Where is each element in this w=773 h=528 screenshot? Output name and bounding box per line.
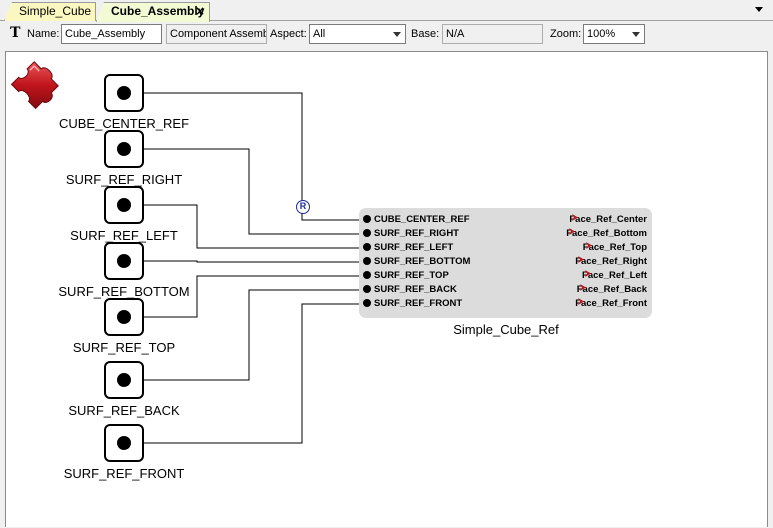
output-port-label: Face_Ref_Back	[576, 284, 647, 295]
port-dot-icon	[117, 86, 131, 100]
output-pin-icon	[585, 270, 592, 277]
output-pin-icon	[579, 284, 586, 291]
aspect-select[interactable]: All	[309, 24, 406, 44]
input-port-label: SURF_REF_TOP	[374, 270, 449, 281]
input-port[interactable]: SURF_REF_BACK	[363, 283, 457, 297]
text-tool-icon[interactable]: T	[10, 25, 21, 41]
port-dot-icon	[363, 229, 371, 237]
output-pin-icon	[585, 242, 592, 249]
connection-wire[interactable]	[144, 289, 364, 381]
output-port[interactable]: Face_Ref_Top	[583, 241, 647, 255]
name-label: Name:	[27, 28, 60, 40]
output-port[interactable]: Face_Ref_Left	[582, 269, 647, 283]
port-surf-ref-top[interactable]	[104, 298, 144, 336]
puzzle-piece-icon	[10, 61, 59, 110]
tab-cube-assembly[interactable]: Cube_Assembly×	[96, 2, 210, 22]
output-port[interactable]: Face_Ref_Front	[575, 297, 647, 311]
chevron-down-icon[interactable]	[753, 3, 765, 15]
port-surf-ref-right[interactable]	[104, 130, 144, 168]
zoom-label: Zoom:	[550, 28, 582, 40]
port-label: SURF_REF_BOTTOM	[58, 284, 190, 299]
output-port-label: Face_Ref_Right	[575, 256, 647, 267]
connection-wire[interactable]	[144, 92, 364, 221]
output-pin-icon	[578, 298, 585, 305]
aspect-value: All	[313, 28, 326, 40]
name-field[interactable]: Cube_Assembly	[61, 24, 162, 44]
input-port-label: SURF_REF_BACK	[374, 284, 457, 295]
output-port[interactable]: Face_Ref_Bottom	[566, 227, 647, 241]
port-label: SURF_REF_BACK	[68, 403, 180, 418]
port-dot-icon	[117, 254, 131, 268]
zoom-select[interactable]: 100%	[583, 24, 645, 44]
output-port-label: Face_Ref_Top	[582, 242, 647, 253]
input-port[interactable]: SURF_REF_LEFT	[363, 241, 453, 255]
port-surf-ref-back[interactable]	[104, 361, 144, 399]
port-dot-icon	[117, 198, 131, 212]
kind-field: Component Assembly	[166, 24, 267, 44]
connections-layer	[144, 92, 364, 444]
port-surf-ref-front[interactable]	[104, 424, 144, 462]
input-port-label: CUBE_CENTER_REF	[374, 214, 470, 225]
base-label: Base:	[411, 28, 440, 40]
output-pin-icon	[569, 228, 576, 235]
port-cube-center-ref[interactable]	[104, 74, 144, 112]
tab-label: Cube_Assembly	[111, 4, 205, 18]
port-label: SURF_REF_LEFT	[70, 228, 178, 243]
input-port-label: SURF_REF_FRONT	[374, 298, 463, 309]
port-dot-icon	[363, 215, 371, 223]
zoom-value: 100%	[587, 28, 616, 40]
connection-wire[interactable]	[144, 303, 364, 444]
properties-toolbar: T Name: Cube_Assembly Component Assembly…	[0, 22, 773, 48]
connection-wire[interactable]	[144, 204, 364, 249]
output-port-label: Face_Ref_Left	[582, 270, 647, 281]
port-dot-icon	[117, 310, 131, 324]
base-field: N/A	[442, 24, 543, 44]
diagram-canvas[interactable]: CUBE_CENTER_REF SURF_REF_RIGHT SURF_REF_…	[5, 51, 768, 527]
output-port-label: Face_Ref_Bottom	[566, 228, 647, 239]
output-port[interactable]: Face_Ref_Back	[577, 283, 647, 297]
component-simple-cube-ref[interactable]: CUBE_CENTER_REF SURF_REF_RIGHT SURF_REF_…	[359, 208, 652, 318]
registered-badge-icon: R	[296, 200, 310, 214]
port-label: SURF_REF_FRONT	[63, 466, 185, 481]
port-dot-icon	[363, 271, 371, 279]
port-dot-icon	[363, 299, 371, 307]
port-label: SURF_REF_TOP	[72, 340, 176, 355]
input-port-label: SURF_REF_RIGHT	[374, 228, 459, 239]
tab-label: Simple_Cube	[19, 4, 92, 18]
output-pin-icon	[578, 256, 585, 263]
input-port[interactable]: SURF_REF_FRONT	[363, 297, 462, 311]
output-port[interactable]: Face_Ref_Center	[569, 213, 647, 227]
tab-simple-cube[interactable]: Simple_Cube	[4, 2, 96, 21]
input-port[interactable]: CUBE_CENTER_REF	[363, 213, 470, 227]
aspect-label: Aspect:	[270, 28, 307, 40]
port-dot-icon	[117, 373, 131, 387]
port-dot-icon	[117, 142, 131, 156]
connection-wire[interactable]	[144, 260, 364, 263]
output-port-label: Face_Ref_Center	[569, 214, 647, 225]
connection-wire[interactable]	[144, 275, 364, 318]
input-port[interactable]: SURF_REF_BOTTOM	[363, 255, 470, 269]
port-dot-icon	[363, 257, 371, 265]
port-surf-ref-bottom[interactable]	[104, 242, 144, 280]
close-icon[interactable]: ×	[194, 4, 205, 18]
port-label: CUBE_CENTER_REF	[58, 116, 190, 131]
chevron-down-icon	[632, 32, 640, 37]
output-port[interactable]: Face_Ref_Right	[575, 255, 647, 269]
input-port-label: SURF_REF_LEFT	[374, 242, 454, 253]
input-port-label: SURF_REF_BOTTOM	[374, 256, 471, 267]
port-dot-icon	[117, 436, 131, 450]
tab-strip: Simple_Cube Cube_Assembly×	[0, 0, 773, 22]
input-port[interactable]: SURF_REF_RIGHT	[363, 227, 459, 241]
component-name: Simple_Cube_Ref	[453, 322, 559, 337]
connection-wire[interactable]	[144, 148, 364, 235]
input-port[interactable]: SURF_REF_TOP	[363, 269, 449, 283]
chevron-down-icon	[393, 32, 401, 37]
port-surf-ref-left[interactable]	[104, 186, 144, 224]
output-pin-icon	[572, 214, 579, 221]
output-port-label: Face_Ref_Front	[575, 298, 647, 309]
port-dot-icon	[363, 243, 371, 251]
port-dot-icon	[363, 285, 371, 293]
port-label: SURF_REF_RIGHT	[65, 172, 183, 187]
